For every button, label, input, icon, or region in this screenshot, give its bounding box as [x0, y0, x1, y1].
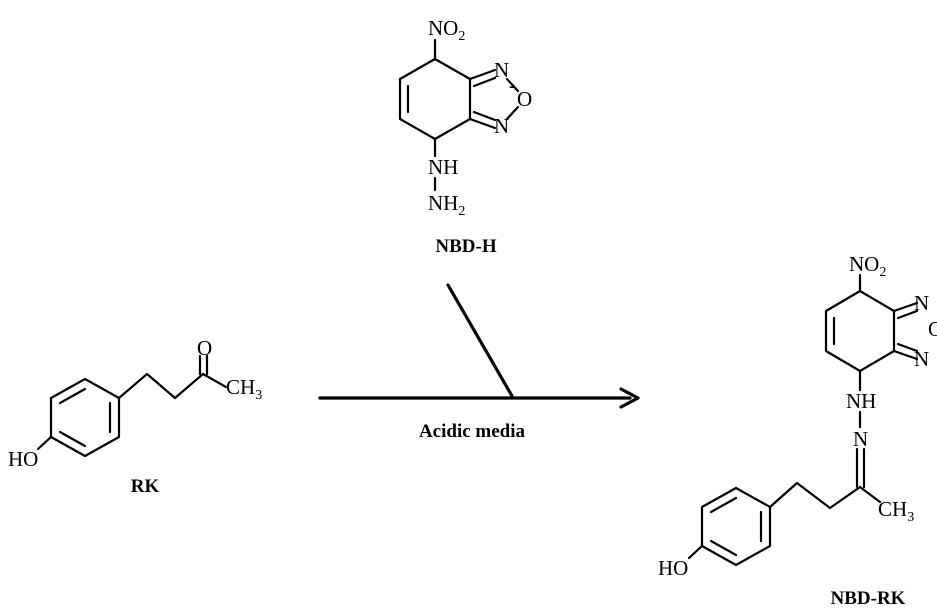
rk-methyl-bond	[201, 372, 228, 389]
rk-hydroxyl-group: HO	[8, 447, 38, 471]
rk-hydroxyl-bond	[36, 435, 53, 451]
nbd-h-benzene-ring	[398, 57, 472, 141]
nbd-rk-hydroxyl-group: HO	[658, 556, 688, 580]
nbd-h-nh2-group: NH2	[428, 191, 465, 219]
nbd-h-ring-o: O	[517, 87, 532, 111]
rk-label: RK	[131, 476, 160, 497]
nbd-h-label: NBD-H	[435, 236, 496, 257]
nbd-h-nitro-group: NO2	[428, 16, 465, 44]
reaction-arrow	[318, 387, 640, 409]
nbd-rk-phenol-double-3	[709, 539, 738, 557]
reagent-entry-line	[446, 283, 514, 398]
nbd-rk-chain-bond-2	[795, 481, 832, 510]
nbd-h-ring-n-top: N	[494, 58, 509, 82]
rk-chain-bond-2	[145, 372, 177, 400]
nbd-rk-furazan-double-2	[896, 342, 919, 353]
nbd-h-structure: NO2 N - O N NH NH2	[398, 16, 532, 219]
nbd-rk-chain-bond-1	[828, 485, 862, 510]
nbd-rk-furazan-double-1	[896, 309, 919, 320]
nbd-rk-methyl-group: CH3	[878, 497, 914, 525]
rk-methyl-group: CH3	[226, 375, 262, 403]
nbd-rk-structure: NO2 N O N NH N CH3 HO	[658, 252, 937, 580]
nbd-h-furazan-bond-1	[468, 68, 497, 81]
nbd-h-ring-n-bottom: N	[494, 114, 509, 138]
rk-ring-double-3	[58, 430, 87, 448]
nbd-rk-phenol-double-1	[709, 496, 738, 514]
condition-label: Acidic media	[419, 421, 526, 442]
rk-structure: O CH3 HO	[8, 336, 262, 471]
nbd-rk-chain-bond-3	[768, 481, 799, 509]
reaction-arrow-head	[619, 387, 640, 409]
nbd-rk-ring-o: O	[928, 317, 937, 341]
nbd-rk-phenol-ring	[700, 486, 772, 567]
rk-chain-bond-1	[117, 372, 149, 400]
nbd-rk-nh-group: NH	[846, 389, 876, 413]
nbd-rk-imine-n: N	[853, 427, 868, 451]
nbd-rk-nitro-group: NO2	[849, 252, 886, 280]
nbd-rk-ring-n-bottom: N	[914, 347, 929, 371]
nbd-rk-hydroxyl-bond	[687, 544, 704, 560]
nbd-h-furazan-double-1	[472, 76, 497, 88]
nbd-h-furazan-double-2	[472, 110, 497, 122]
nbd-h-furazan-bond-3	[505, 105, 520, 121]
nbd-rk-furazan-bond-2	[892, 349, 919, 361]
rk-benzene-ring	[49, 377, 121, 458]
nbd-rk-ring-n-top: N	[914, 291, 929, 315]
nbd-h-furazan-bond-2	[505, 77, 520, 93]
nbd-rk-label: NBD-RK	[831, 588, 906, 609]
rk-chain-bond-3	[173, 372, 205, 400]
rk-ring-double-1	[58, 387, 87, 405]
nbd-rk-methyl-bond	[858, 485, 882, 504]
nbd-h-ring-dash: -	[509, 73, 516, 97]
nbd-h-nh-group: NH	[428, 155, 458, 179]
nbd-h-furazan-bond-4	[468, 117, 497, 130]
rk-carbonyl-oxygen: O	[197, 336, 212, 360]
nbd-rk-furazan-bond-1	[892, 301, 919, 313]
nbd-rk-nbd-benzene-ring	[824, 289, 896, 373]
